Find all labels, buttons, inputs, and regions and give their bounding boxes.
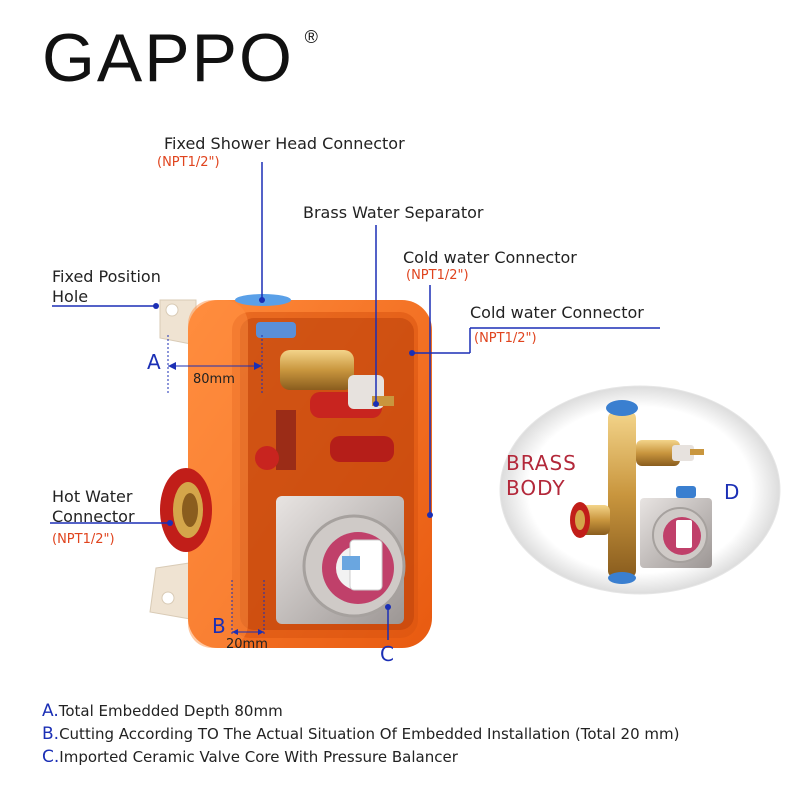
cold-water-connector-spec-2: (NPT1/2"): [474, 331, 537, 346]
note-a-text: Total Embedded Depth 80mm: [58, 702, 283, 720]
brass-separator-label: Brass Water Separator: [303, 203, 484, 222]
fixed-shower-head-label: Fixed Shower Head Connector: [164, 134, 405, 153]
hot-water-label-line2: Connector: [52, 507, 135, 526]
brass-separator: [280, 350, 394, 409]
fixed-position-hole-label-line2: Hole: [52, 287, 89, 306]
brass-body-label: BRASS BODY: [506, 451, 577, 501]
brass-body-inset: [499, 385, 781, 595]
brand-logo: GAPPO ®: [42, 24, 318, 92]
callout-lines: [50, 162, 720, 640]
note-a: A.Total Embedded Depth 80mm: [42, 700, 679, 723]
note-b-letter: B.: [42, 724, 60, 744]
marker-a: A: [147, 350, 161, 374]
cut-dimension: 20mm: [226, 637, 268, 652]
note-c: C.Imported Ceramic Valve Core With Press…: [42, 746, 679, 769]
marker-b: B: [212, 614, 226, 638]
ceramic-valve-core: [276, 496, 406, 624]
marker-d: D: [724, 480, 740, 504]
brass-body-label-line2: BODY: [506, 476, 566, 500]
fixed-position-hole-label-line1: Fixed Position: [52, 267, 161, 286]
cold-water-connector-label-1: Cold water Connector: [403, 248, 577, 267]
hot-water-port: [160, 468, 212, 552]
depth-dimension: 80mm: [193, 372, 235, 387]
hot-water-spec: (NPT1/2"): [52, 532, 115, 547]
hot-water-label-line1: Hot Water: [52, 487, 133, 506]
cold-water-connector-label-2: Cold water Connector: [470, 303, 644, 322]
note-c-letter: C.: [42, 747, 60, 767]
note-b: B.Cutting According TO The Actual Situat…: [42, 723, 679, 746]
note-c-text: Imported Ceramic Valve Core With Pressur…: [59, 748, 458, 766]
note-b-text: Cutting According TO The Actual Situatio…: [59, 725, 680, 743]
marker-c: C: [380, 642, 394, 666]
internal-pipes: [255, 392, 394, 470]
mounting-bracket-bottom: [149, 561, 197, 621]
fixed-shower-head-spec: (NPT1/2"): [157, 155, 220, 170]
note-a-letter: A.: [42, 701, 59, 721]
brand-name: GAPPO: [42, 20, 294, 96]
notes-list: A.Total Embedded Depth 80mm B.Cutting Ac…: [42, 700, 679, 769]
registered-mark: ®: [304, 27, 320, 47]
cold-water-connector-spec-1: (NPT1/2"): [406, 268, 469, 283]
brass-body-label-line1: BRASS: [506, 451, 577, 475]
